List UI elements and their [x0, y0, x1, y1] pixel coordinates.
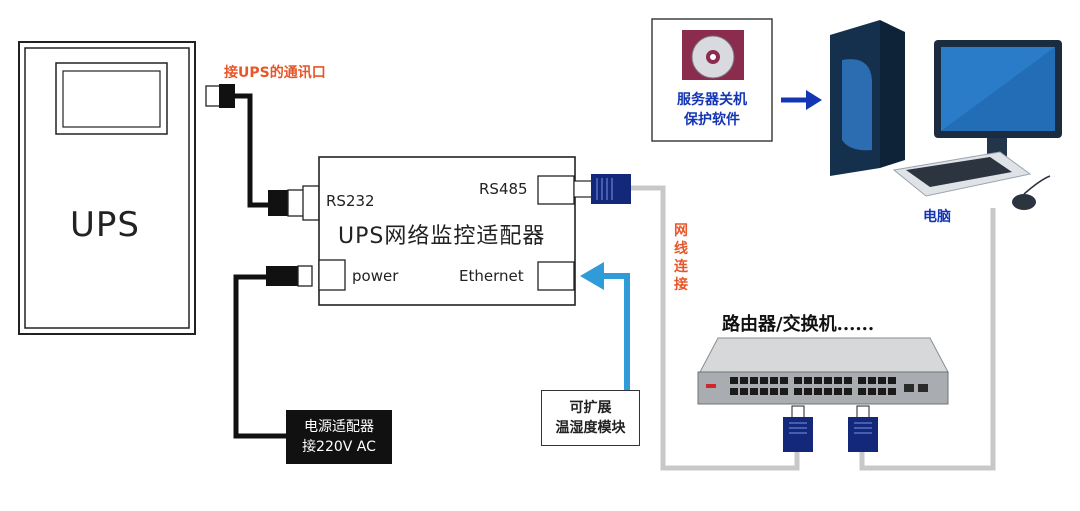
power-supply-line2: 接220V AC: [302, 439, 376, 455]
power-supply-box: 电源适配器 接220V AC: [286, 410, 392, 464]
computer-label: 电脑: [923, 209, 951, 225]
adapter-port-power: power: [352, 267, 399, 285]
arrow-to-computer: [781, 90, 822, 110]
network-cable: [573, 174, 996, 471]
software-box: [651, 18, 773, 142]
software-label: 服务器关机 保护软件: [652, 90, 772, 130]
sensor-module-line2: 温湿度模块: [555, 420, 626, 436]
ups-comm-port-label: 接UPS的通讯口: [224, 65, 326, 81]
adapter-port-ethernet: Ethernet: [459, 267, 524, 285]
software-label-line2: 保护软件: [684, 112, 740, 128]
rs232-cable: [205, 84, 320, 221]
ups-cabinet: [18, 41, 196, 335]
sensor-module-line1: 可扩展: [569, 400, 612, 416]
rj45-plug-right: [848, 405, 878, 452]
sensor-arrow: [580, 262, 630, 390]
adapter-port-rs485: RS485: [479, 180, 528, 198]
computer-illustration: [830, 20, 1062, 210]
power-supply-line1: 电源适配器: [304, 419, 374, 435]
adapter-box: [318, 156, 576, 306]
ups-label: UPS: [70, 205, 140, 245]
adapter-title: UPS网络监控适配器: [338, 224, 546, 249]
software-label-line1: 服务器关机: [677, 92, 747, 108]
power-cable: [233, 265, 313, 439]
router-switch: [697, 337, 949, 405]
adapter-port-rs232: RS232: [326, 192, 375, 210]
router-label: 路由器/交换机......: [722, 314, 875, 335]
network-cable-label: 网线连接: [674, 222, 692, 294]
rj45-plug-left: [783, 405, 813, 452]
network-cable-text: 网线连接: [674, 223, 688, 293]
sensor-module-box: 可扩展 温湿度模块: [541, 390, 640, 446]
